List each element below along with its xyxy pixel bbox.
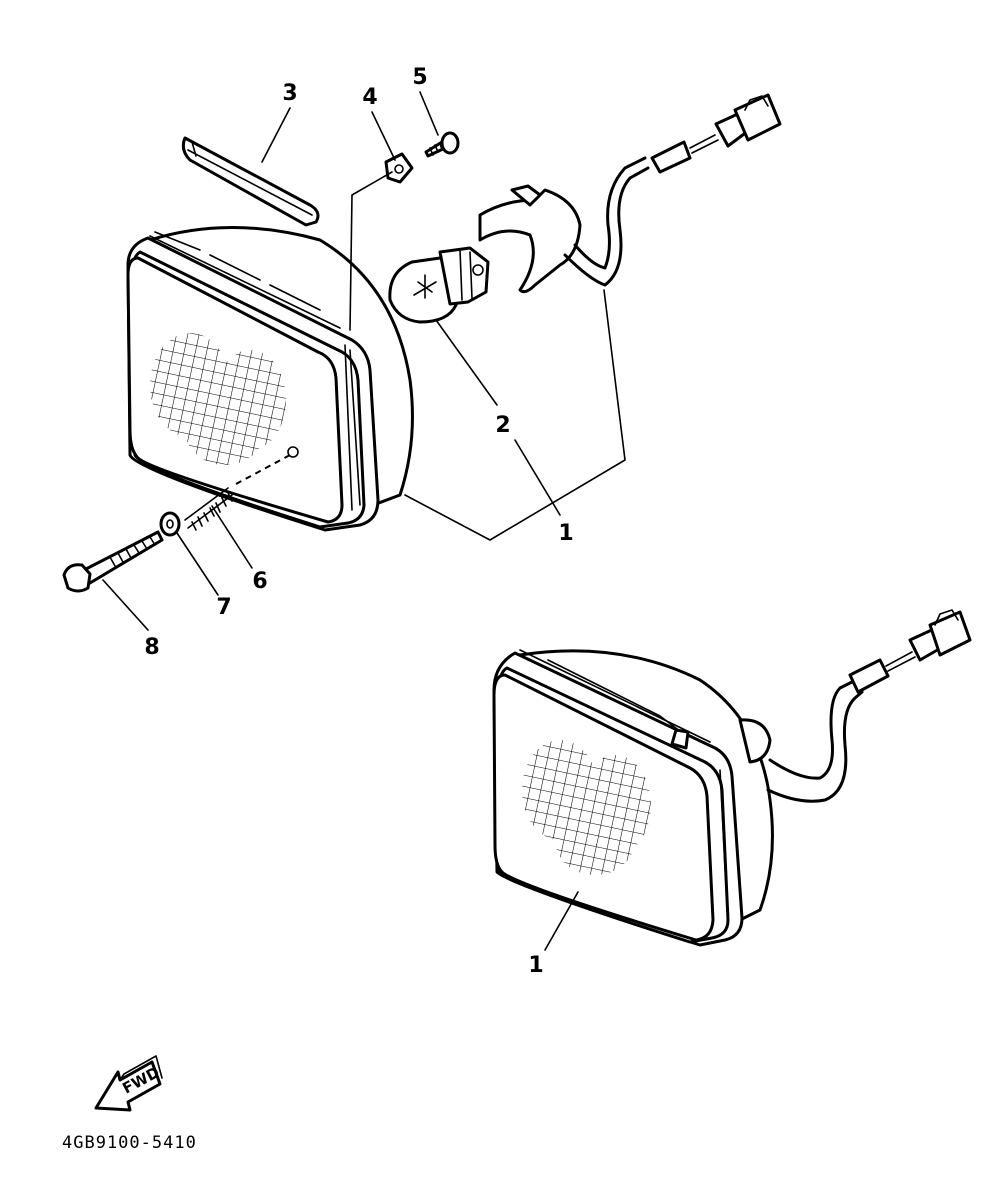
callout-3: 3 [282, 81, 297, 106]
bolt-part-8 [62, 530, 164, 593]
callout-4: 4 [362, 85, 377, 110]
leader-lines [102, 91, 626, 951]
callout-1-lower: 1 [528, 953, 543, 978]
clip-nut-part-4 [384, 152, 414, 184]
bulb-part-2 [388, 246, 490, 324]
callout-6: 6 [252, 569, 267, 594]
headlight-lower-part-1 [492, 649, 774, 947]
callout-2: 2 [495, 413, 510, 438]
callout-8: 8 [144, 635, 159, 660]
trim-strip-part-3 [181, 136, 320, 227]
callout-5: 5 [412, 65, 427, 90]
headlight-upper-part-1 [126, 226, 414, 532]
callout-7: 7 [216, 595, 231, 620]
spring-part-6 [184, 487, 233, 531]
socket-wire-upper [478, 93, 782, 294]
part-code: 4GB9100-5410 [62, 1133, 197, 1153]
washer-part-7 [159, 511, 181, 537]
callout-1-upper: 1 [558, 521, 573, 546]
screw-part-5 [424, 131, 460, 158]
fwd-direction-arrow: FWD [94, 1055, 163, 1112]
socket-wire-lower [766, 609, 972, 803]
